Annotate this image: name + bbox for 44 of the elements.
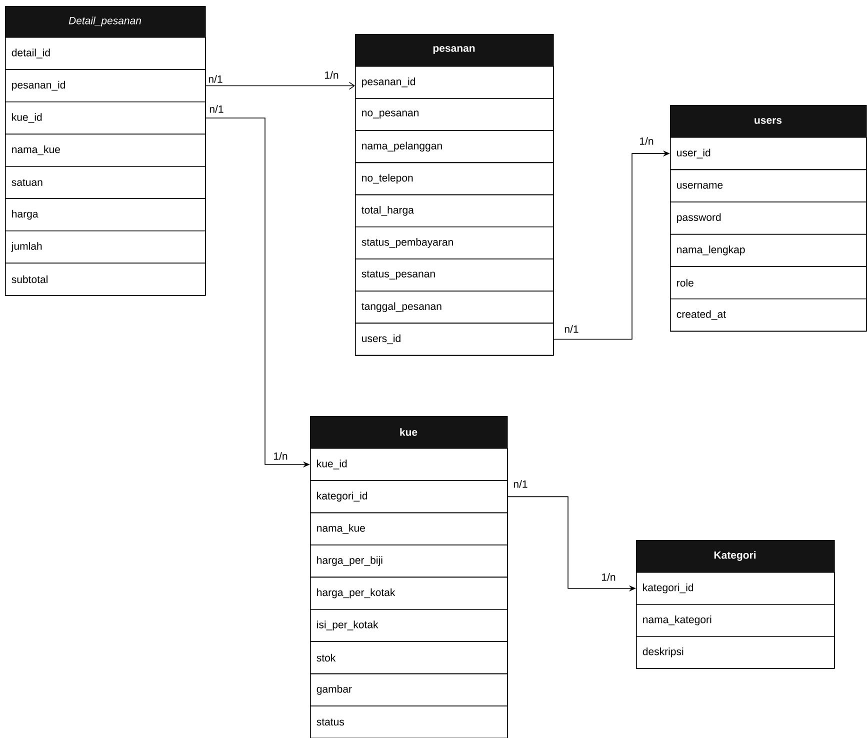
attribute-row: harga_per_biji: [310, 544, 508, 578]
cardinality-label: 1/n: [274, 452, 288, 460]
attribute-row: password: [670, 202, 867, 235]
attribute-row: stok: [310, 641, 508, 674]
attribute-row: status_pembayaran: [355, 226, 554, 260]
attribute-row: harga: [5, 198, 206, 232]
attribute-row: kategori_id: [310, 480, 508, 514]
attribute-row: user_id: [670, 137, 867, 170]
attribute-row: tanggal_pesanan: [355, 290, 554, 324]
cardinality-label: n/1: [208, 75, 222, 83]
attribute-row: nama_kue: [5, 134, 206, 167]
attribute-row: kue_id: [5, 102, 206, 135]
cardinality-label: 1/n: [602, 573, 616, 581]
attribute-row: no_telepon: [355, 162, 554, 196]
attribute-row: isi_per_kotak: [310, 609, 508, 642]
attribute-row: nama_pelanggan: [355, 130, 554, 164]
attribute-row: created_at: [670, 298, 867, 332]
attribute-row: jumlah: [5, 230, 206, 264]
attribute-row: harga_per_kotak: [310, 576, 508, 610]
attribute-row: role: [670, 266, 867, 300]
cardinality-label: 1/n: [325, 71, 338, 79]
attribute-row: status: [310, 706, 508, 738]
cardinality-label: n/1: [210, 105, 224, 113]
attribute-row: nama_kategori: [636, 604, 835, 637]
attribute-row: subtotal: [5, 262, 206, 296]
cardinality-label: n/1: [564, 325, 578, 333]
attribute-row: detail_id: [5, 37, 206, 70]
attribute-row: pesanan_id: [5, 69, 206, 102]
attribute-row: kue_id: [310, 448, 508, 481]
attribute-row: kategori_id: [636, 572, 835, 605]
cardinality-label: 1/n: [640, 137, 654, 145]
attribute-row: status_pesanan: [355, 258, 554, 292]
attribute-row: nama_kue: [310, 512, 508, 546]
attribute-row: deskripsi: [636, 636, 835, 669]
attribute-row: username: [670, 169, 867, 202]
attribute-row: nama_lengkap: [670, 234, 867, 267]
attribute-row: gambar: [310, 673, 508, 706]
attribute-row: satuan: [5, 166, 206, 200]
arrow: [205, 82, 355, 90]
attribute-row: no_pesanan: [355, 98, 554, 131]
attribute-row: pesanan_id: [355, 66, 554, 99]
cardinality-label: n/1: [514, 480, 528, 488]
attribute-row: users_id: [355, 322, 554, 356]
attribute-row: total_harga: [355, 194, 554, 228]
